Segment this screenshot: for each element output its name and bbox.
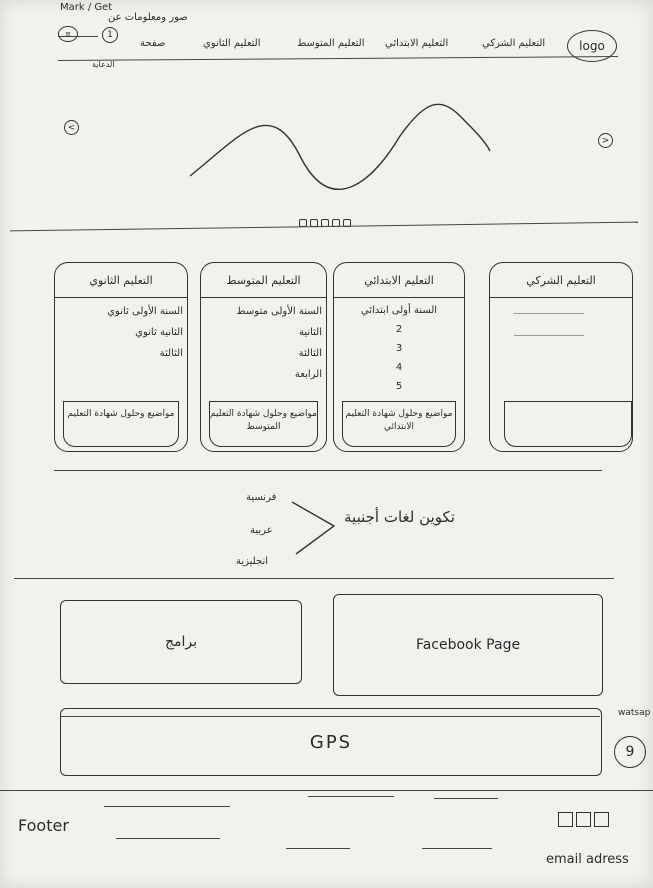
list-item[interactable]: الثانية [298, 327, 322, 338]
footer-top-line [0, 790, 653, 791]
card-footer[interactable] [504, 401, 632, 447]
list-item[interactable]: الثانية ثانوي [135, 327, 183, 338]
languages-bottom-line [14, 578, 614, 579]
menu-icon[interactable]: ≡ [58, 26, 78, 42]
languages-title: تكوين لغات أجنبية [344, 508, 455, 526]
social-icon[interactable] [576, 812, 591, 827]
card-footer[interactable]: مواضيع وحلول شهادة التعليم الابتدائي [342, 401, 456, 447]
card-items: السنة أولى ابتدائي 2 3 4 5 [338, 301, 460, 396]
chevron-right-icon [291, 501, 336, 555]
info-icon[interactable]: 1 [102, 27, 118, 43]
slider-dot[interactable] [331, 219, 340, 227]
card-middle[interactable]: التعليم المتوسط السنة الأولى متوسط الثان… [200, 262, 327, 452]
card-footer[interactable]: مواضيع وحلول شهادة التعليم المتوسط [209, 401, 318, 447]
whatsapp-label: watsap [618, 708, 651, 718]
footer-link-line[interactable] [434, 798, 498, 799]
card-title: التعليم المتوسط [201, 263, 326, 298]
footer-label: Footer [18, 816, 69, 835]
logo[interactable]: logo [567, 30, 617, 62]
programs-panel[interactable]: برامج [60, 600, 302, 684]
social-icon[interactable] [594, 812, 609, 827]
list-item[interactable]: الرابعة [294, 369, 322, 380]
card-title: التعليم الشركي [490, 263, 632, 298]
cards-bottom-line [54, 470, 602, 471]
list-item[interactable]: 3 [395, 343, 403, 354]
placeholder-line [514, 335, 584, 336]
social-icon[interactable] [558, 812, 573, 827]
card-title: التعليم الثانوي [55, 263, 187, 298]
list-item[interactable]: الثالثة [298, 348, 322, 359]
gps-map-panel[interactable]: GPS [60, 708, 602, 776]
list-item[interactable]: 2 [395, 324, 403, 335]
footer-email[interactable]: email adress [546, 852, 629, 867]
slider-next-icon[interactable]: > [598, 133, 613, 148]
sub-note: الدعاية [92, 60, 115, 69]
language-option-english[interactable]: انجليزية [236, 556, 269, 567]
card-items: السنة الأولى متوسط الثانية الثالثة الراب… [205, 301, 322, 385]
footer-link-line[interactable] [422, 848, 492, 849]
list-item[interactable]: السنة الأولى متوسط [236, 306, 322, 317]
header-bottom-line [58, 56, 618, 61]
footer-link-line[interactable] [308, 796, 394, 797]
slider-image [189, 103, 491, 190]
whatsapp-icon[interactable]: 9 [614, 736, 646, 768]
language-option-french[interactable]: فرنسية [246, 492, 277, 503]
list-item[interactable]: الثالثة [159, 348, 183, 359]
list-item[interactable]: السنة الأولى ثانوي [107, 306, 183, 317]
slider-dot[interactable] [320, 219, 329, 227]
footer-link-line[interactable] [116, 838, 220, 839]
nav-item-middle[interactable]: التعليم المتوسط [297, 38, 365, 49]
list-item[interactable]: السنة أولى ابتدائي [360, 305, 438, 316]
card-primary[interactable]: التعليم الابتدائي السنة أولى ابتدائي 2 3… [333, 262, 465, 452]
card-secondary[interactable]: التعليم الثانوي السنة الأولى ثانوي الثان… [54, 262, 188, 452]
nav-item-page[interactable]: صفحة [140, 38, 166, 49]
slider-dot[interactable] [298, 219, 307, 227]
slider-dot[interactable] [342, 219, 351, 227]
top-left-note: Mark / Get [60, 2, 113, 13]
slider-prev-icon[interactable]: < [64, 120, 79, 135]
top-note: صور ومعلومات عن [108, 12, 188, 23]
footer-link-line[interactable] [104, 806, 230, 807]
slider-dot[interactable] [309, 219, 318, 227]
slider-dots[interactable] [297, 212, 352, 231]
list-item[interactable]: 4 [395, 362, 403, 373]
nav-item-secondary[interactable]: التعليم الثانوي [203, 38, 261, 49]
nav-item-primary[interactable]: التعليم الابتدائي [385, 38, 449, 49]
placeholder-line [514, 313, 584, 314]
nav-item-preschool[interactable]: التعليم الشركي [482, 38, 546, 49]
footer-link-line[interactable] [286, 848, 350, 849]
list-item[interactable]: 5 [395, 381, 403, 392]
card-items: السنة الأولى ثانوي الثانية ثانوي الثالثة [59, 301, 183, 364]
facebook-page-panel[interactable]: Facebook Page [333, 594, 603, 696]
header-top-line [58, 36, 98, 37]
card-footer[interactable]: مواضيع وحلول شهادة التعليم [63, 401, 179, 447]
language-option-arabic[interactable]: عربية [250, 525, 273, 536]
card-title: التعليم الابتدائي [334, 263, 464, 298]
gps-inner-line [60, 716, 600, 717]
card-preschool[interactable]: التعليم الشركي [489, 262, 633, 452]
